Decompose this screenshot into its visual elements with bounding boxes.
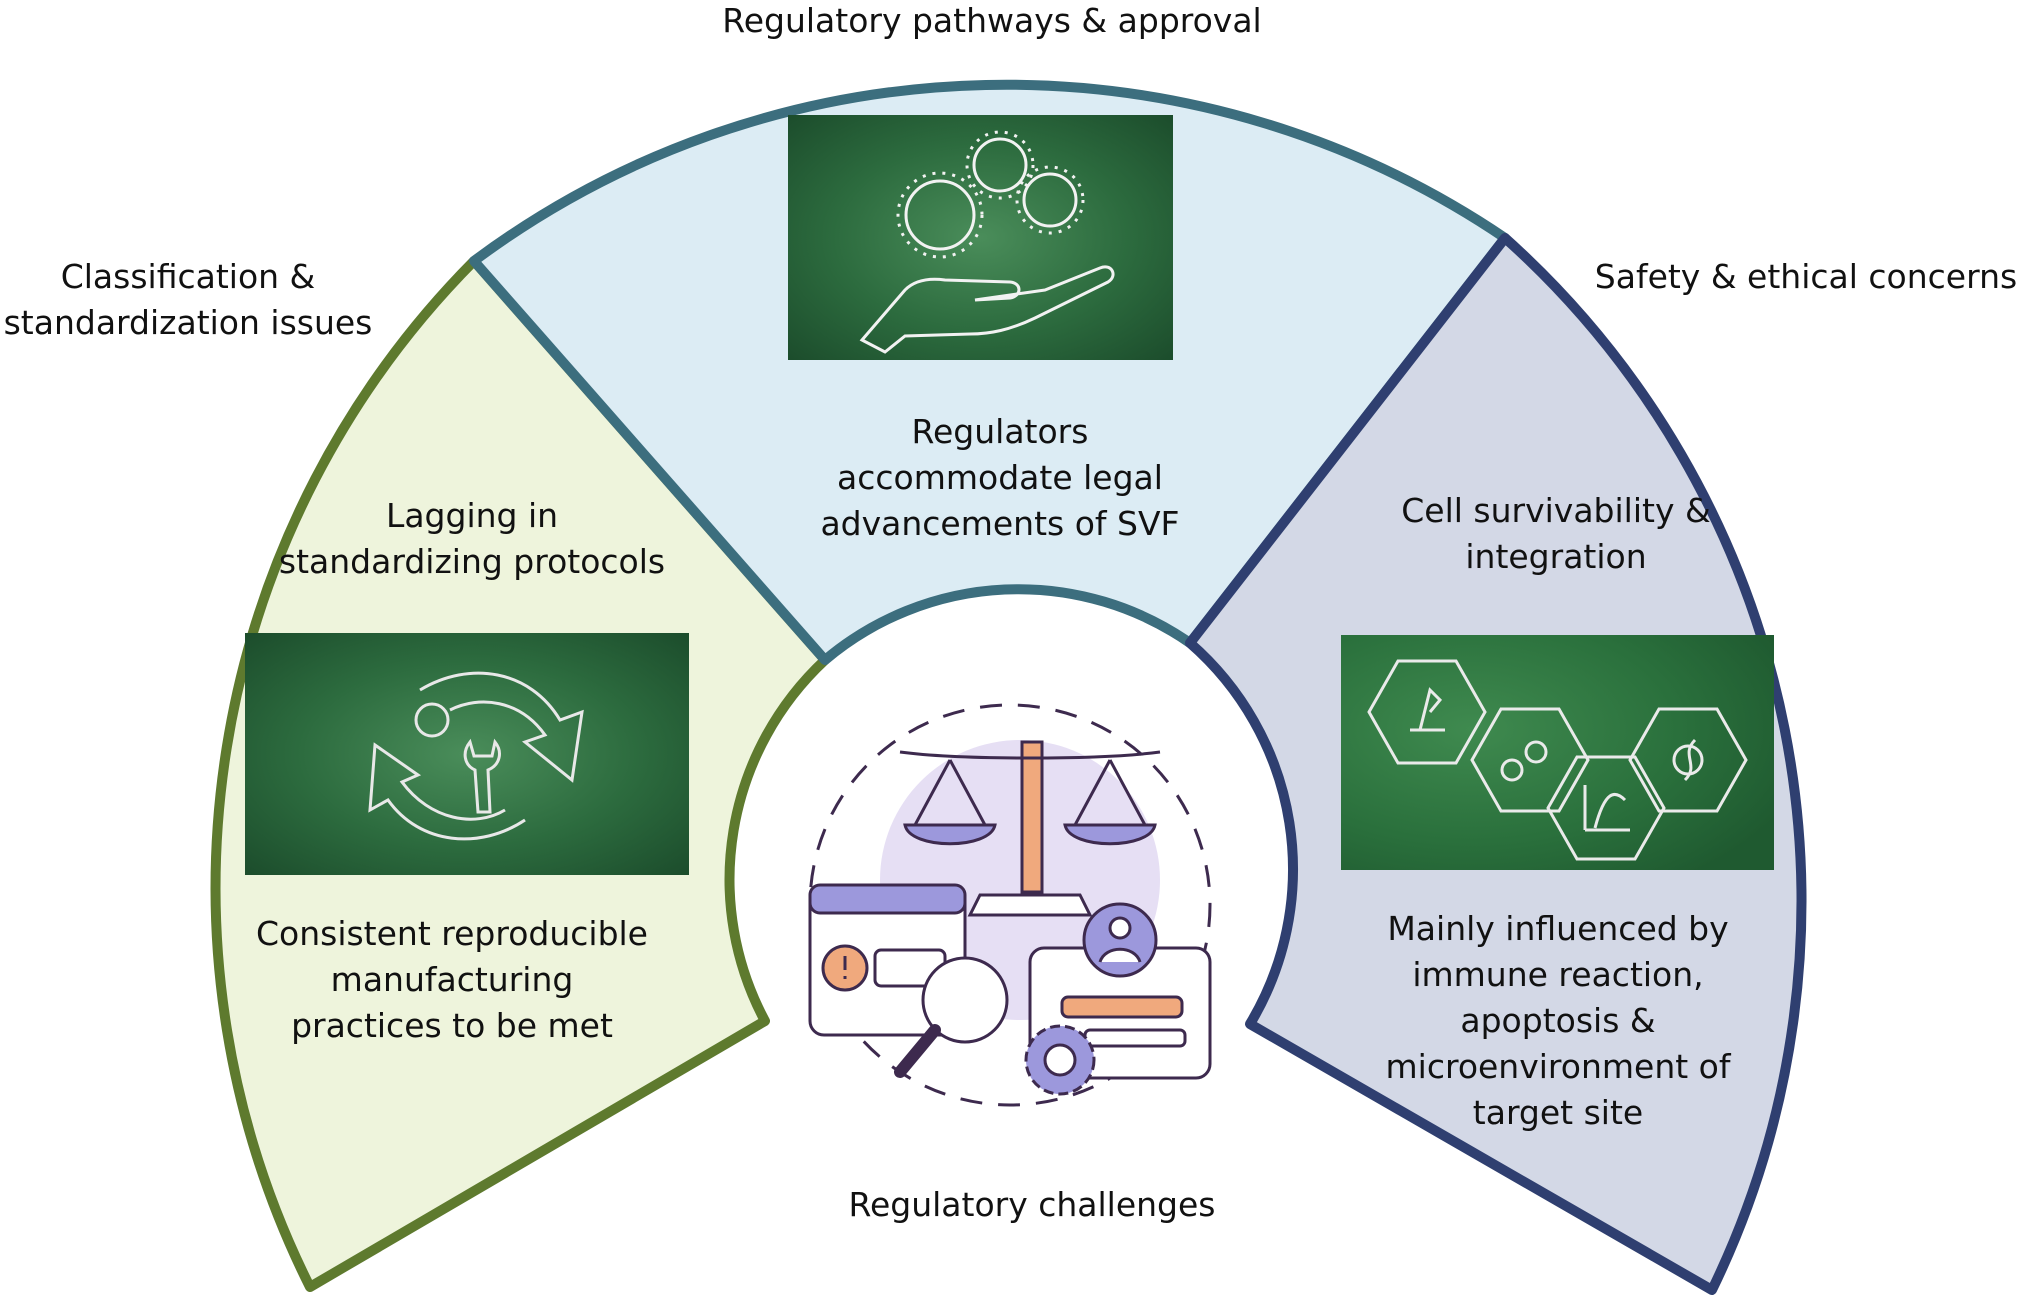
body-right-line: Mainly influenced by xyxy=(1387,909,1728,948)
outer-left-line: Classification & xyxy=(61,257,316,296)
body-right-line: immune reaction, xyxy=(1412,955,1703,994)
body-safety: Mainly influenced by immune reaction, apop… xyxy=(1386,909,1732,1132)
head-right-line: integration xyxy=(1465,537,1646,576)
sector-regulatory xyxy=(469,79,1510,665)
heading-classification: Lagging in standardizing protocols xyxy=(279,496,665,581)
outer-label-safety: Safety & ethical concerns xyxy=(1595,257,2017,296)
cycle-wrench-icon xyxy=(245,633,689,875)
body-classification: Consistent reproducible manufacturing prac… xyxy=(256,914,648,1045)
body-right-line: apoptosis & xyxy=(1460,1001,1655,1040)
outer-right-line: Safety & ethical concerns xyxy=(1595,257,2017,296)
heading-safety: Cell survivability & integration xyxy=(1401,491,1710,576)
body-top-line: accommodate legal xyxy=(837,458,1163,497)
body-left-line: Consistent reproducible xyxy=(256,914,648,953)
outer-label-classification: Classification & standardization issues xyxy=(4,257,373,342)
body-right-line: target site xyxy=(1473,1093,1643,1132)
outer-left-line: standardization issues xyxy=(4,303,373,342)
body-top-line: advancements of SVF xyxy=(820,504,1179,543)
head-right-line: Cell survivability & xyxy=(1401,491,1710,530)
head-left-line: Lagging in xyxy=(386,496,558,535)
hexagon-science-icon xyxy=(1341,635,1774,870)
body-regulatory: Regulators accommodate legal advancements … xyxy=(820,412,1179,543)
body-top-line: Regulators xyxy=(912,412,1089,451)
head-left-line: standardizing protocols xyxy=(279,542,665,581)
body-left-line: practices to be met xyxy=(291,1006,613,1045)
outer-top-line: Regulatory pathways & approval xyxy=(722,1,1261,40)
center-label: Regulatory challenges xyxy=(849,1185,1216,1224)
body-left-line: manufacturing xyxy=(331,960,574,999)
outer-label-regulatory: Regulatory pathways & approval xyxy=(722,1,1261,40)
scales-of-justice-icon xyxy=(808,703,1212,1107)
body-right-line: microenvironment of xyxy=(1386,1047,1732,1086)
hand-holding-cells-icon xyxy=(788,115,1173,360)
